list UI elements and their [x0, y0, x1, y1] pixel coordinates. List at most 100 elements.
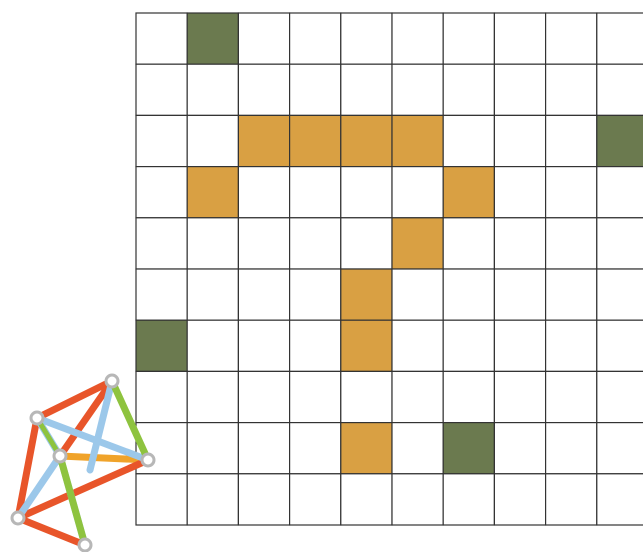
board-cell-empty[interactable]: [546, 371, 597, 422]
board-cell-empty[interactable]: [546, 115, 597, 166]
board-cell-empty[interactable]: [238, 167, 289, 218]
board-cell-empty[interactable]: [187, 218, 238, 269]
board-cell-empty[interactable]: [494, 423, 545, 474]
board-cell-empty[interactable]: [443, 64, 494, 115]
board-cell-empty[interactable]: [341, 167, 392, 218]
board-cell-empty[interactable]: [238, 423, 289, 474]
board-cell-empty[interactable]: [494, 371, 545, 422]
board-cell-orange[interactable]: [290, 115, 341, 166]
board-cell-empty[interactable]: [187, 423, 238, 474]
board-cell-orange[interactable]: [392, 218, 443, 269]
board-cell-empty[interactable]: [443, 115, 494, 166]
board-cell-orange[interactable]: [187, 167, 238, 218]
board-cell-empty[interactable]: [290, 64, 341, 115]
board-cell-empty[interactable]: [341, 218, 392, 269]
board-cell-empty[interactable]: [136, 115, 187, 166]
board-cell-empty[interactable]: [494, 269, 545, 320]
board-cell-empty[interactable]: [597, 423, 643, 474]
board-cell-green[interactable]: [597, 115, 643, 166]
board-cell-empty[interactable]: [597, 218, 643, 269]
board-cell-empty[interactable]: [392, 167, 443, 218]
board-cell-empty[interactable]: [494, 474, 545, 525]
board-cell-empty[interactable]: [238, 269, 289, 320]
board-cell-empty[interactable]: [238, 474, 289, 525]
board-cell-empty[interactable]: [187, 474, 238, 525]
board-cell-orange[interactable]: [443, 167, 494, 218]
board-cell-empty[interactable]: [494, 167, 545, 218]
board-cell-empty[interactable]: [238, 64, 289, 115]
board-cell-empty[interactable]: [597, 474, 643, 525]
board-cell-empty[interactable]: [443, 320, 494, 371]
board-cell-empty[interactable]: [392, 13, 443, 64]
board-cell-orange[interactable]: [341, 269, 392, 320]
atom-node: [79, 539, 91, 551]
board-cell-empty[interactable]: [341, 371, 392, 422]
board-cell-empty[interactable]: [392, 269, 443, 320]
board-cell-empty[interactable]: [392, 371, 443, 422]
board-cell-empty[interactable]: [290, 320, 341, 371]
board-cell-empty[interactable]: [494, 64, 545, 115]
board-cell-empty[interactable]: [597, 371, 643, 422]
board-cell-empty[interactable]: [443, 371, 494, 422]
board-cell-orange[interactable]: [341, 115, 392, 166]
board-cell-empty[interactable]: [494, 320, 545, 371]
board-cell-empty[interactable]: [392, 423, 443, 474]
board-cell-orange[interactable]: [341, 423, 392, 474]
board-cell-empty[interactable]: [187, 320, 238, 371]
atom-node: [106, 375, 118, 387]
board-cell-empty[interactable]: [187, 115, 238, 166]
board-cell-empty[interactable]: [443, 474, 494, 525]
board-cell-empty[interactable]: [597, 167, 643, 218]
board-cell-empty[interactable]: [136, 167, 187, 218]
board-cell-empty[interactable]: [136, 269, 187, 320]
board-cell-empty[interactable]: [341, 474, 392, 525]
board-cell-empty[interactable]: [597, 64, 643, 115]
board-cell-empty[interactable]: [494, 13, 545, 64]
board-cell-empty[interactable]: [443, 269, 494, 320]
board-cell-empty[interactable]: [290, 269, 341, 320]
board-cell-empty[interactable]: [290, 13, 341, 64]
board-cell-empty[interactable]: [392, 320, 443, 371]
board-cell-empty[interactable]: [443, 13, 494, 64]
board-cell-empty[interactable]: [546, 423, 597, 474]
board-cell-empty[interactable]: [341, 13, 392, 64]
board-cell-empty[interactable]: [187, 64, 238, 115]
board-cell-empty[interactable]: [392, 64, 443, 115]
board-cell-empty[interactable]: [546, 320, 597, 371]
board-cell-empty[interactable]: [546, 269, 597, 320]
board-cell-empty[interactable]: [546, 13, 597, 64]
board-cell-green[interactable]: [136, 320, 187, 371]
board-cell-empty[interactable]: [238, 218, 289, 269]
board-cell-green[interactable]: [443, 423, 494, 474]
board-cell-empty[interactable]: [290, 218, 341, 269]
board-cell-orange[interactable]: [238, 115, 289, 166]
board-cell-empty[interactable]: [290, 474, 341, 525]
board-cell-empty[interactable]: [494, 218, 545, 269]
board-cell-empty[interactable]: [238, 371, 289, 422]
board-cell-empty[interactable]: [597, 269, 643, 320]
board-cell-empty[interactable]: [187, 371, 238, 422]
board-cell-empty[interactable]: [136, 13, 187, 64]
atom-node: [12, 512, 24, 524]
board-cell-empty[interactable]: [238, 13, 289, 64]
board-cell-green[interactable]: [187, 13, 238, 64]
board-cell-empty[interactable]: [546, 64, 597, 115]
board-cell-orange[interactable]: [392, 115, 443, 166]
board-cell-orange[interactable]: [341, 320, 392, 371]
board-cell-empty[interactable]: [546, 167, 597, 218]
board-cell-empty[interactable]: [187, 269, 238, 320]
board-cell-empty[interactable]: [136, 64, 187, 115]
board-cell-empty[interactable]: [290, 423, 341, 474]
board-cell-empty[interactable]: [597, 320, 643, 371]
board-cell-empty[interactable]: [392, 474, 443, 525]
board-cell-empty[interactable]: [443, 218, 494, 269]
board-cell-empty[interactable]: [546, 474, 597, 525]
board-cell-empty[interactable]: [546, 218, 597, 269]
board-cell-empty[interactable]: [290, 371, 341, 422]
board-cell-empty[interactable]: [597, 13, 643, 64]
board-cell-empty[interactable]: [136, 218, 187, 269]
board-cell-empty[interactable]: [494, 115, 545, 166]
board-cell-empty[interactable]: [341, 64, 392, 115]
board-cell-empty[interactable]: [290, 167, 341, 218]
board-cell-empty[interactable]: [238, 320, 289, 371]
